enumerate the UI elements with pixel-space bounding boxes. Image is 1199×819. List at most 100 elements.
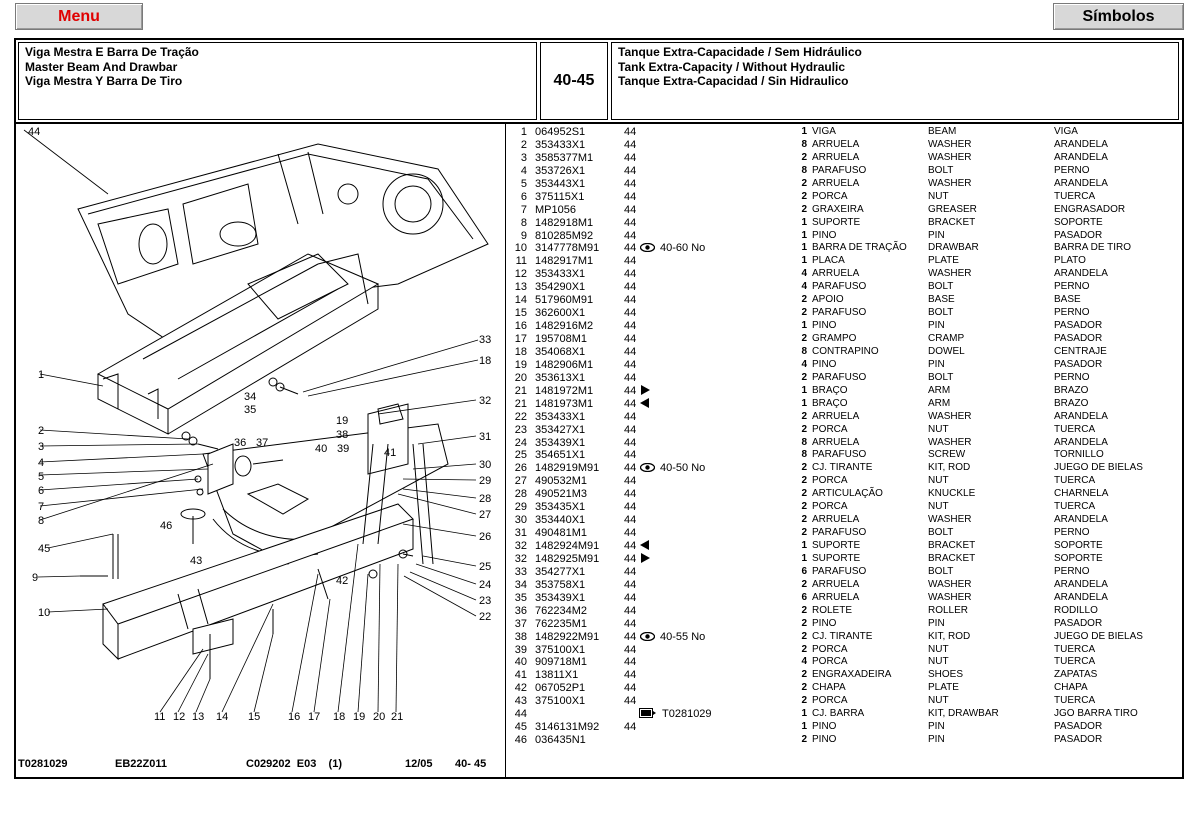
ref-number: 44 [624,242,637,255]
label-36: 36 [234,437,246,449]
item-number: 24 [514,436,527,449]
ref-number: 44 [624,190,637,203]
label-20: 20 [373,711,385,723]
desc-pt: PORCA [812,656,848,668]
ref-number: 44 [624,604,637,617]
item-number: 22 [514,410,527,423]
desc-es: JUEGO DE BIELAS [1054,630,1143,642]
desc-pt: CONTRAPINO [812,345,879,357]
item-number: 7 [520,203,527,216]
desc-en: BRACKET [928,540,976,551]
part-number: 1482906M1 [535,358,594,371]
desc-es: ARANDELA [1054,410,1108,422]
desc-pt: PINO [812,358,837,370]
label-12: 12 [173,711,185,723]
desc-pt: SUPORTE [812,552,861,564]
menu-button[interactable]: Menu [15,3,143,30]
item-number: 15 [514,307,527,320]
quantity: 1 [801,216,807,228]
variant-title: Tanque Extra-Capacidade / Sem Hidráulico… [611,42,1179,120]
desc-en: BOLT [928,527,954,539]
footer-date: 12/05 [405,758,433,770]
desc-pt: ARRUELA [812,514,860,526]
column-divider [505,123,506,779]
note-text: T0281029 [662,708,712,721]
item-number: 16 [514,320,527,333]
desc-en: BRACKET [928,216,976,228]
symbols-button[interactable]: Símbolos [1053,3,1184,30]
label-32: 32 [479,395,491,407]
item-number: 23 [514,423,527,436]
part-number: 375100X1 [535,695,586,708]
part-number: 375115X1 [535,190,585,203]
desc-es: PASADOR [1054,721,1103,733]
quantity: 2 [801,734,807,746]
part-number: 353440X1 [535,514,586,527]
quantity: 2 [801,423,807,435]
item-number: 10 [514,242,527,255]
label-1: 1 [38,369,44,381]
desc-es: TUERCA [1054,501,1096,513]
desc-en: BRACKET [928,552,976,564]
quantity: 8 [801,449,807,461]
quantity: 2 [801,307,807,319]
quantity: 2 [801,695,807,707]
item-number: 40 [514,656,527,669]
desc-pt: ARRUELA [812,177,860,189]
label-35: 35 [244,404,256,416]
label-4: 4 [38,457,44,469]
item-number: 26 [514,462,527,475]
group-title: Viga Mestra E Barra De Tração Master Bea… [18,42,537,120]
item-number: 36 [514,604,527,617]
exploded-parts-diagram: 44 1 2 3 4 5 6 7 8 9 10 45 11 12 13 14 1… [23,126,491,723]
